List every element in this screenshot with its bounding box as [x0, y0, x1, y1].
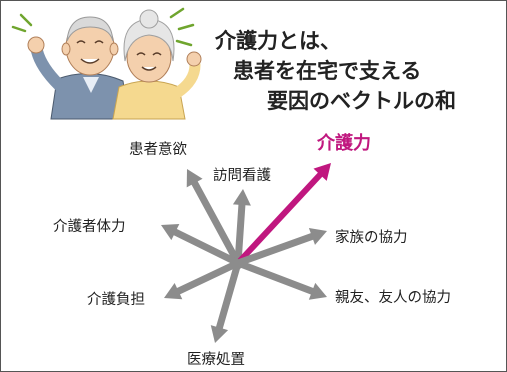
vector-arrowhead-kaigoryoku [313, 163, 331, 181]
vector-arrow-kaigo-futan [174, 259, 242, 295]
vector-label-shinyuu: 親友、友人の協力 [335, 290, 451, 306]
vector-arrow-kanja-iyoku [191, 179, 242, 267]
vector-label-kazoku: 家族の協力 [335, 230, 408, 246]
vector-label-iryou: 医療処置 [187, 352, 245, 368]
title-line-2: 患者を在宅で支える [233, 59, 422, 83]
vector-arrowhead-iryou [210, 325, 229, 343]
vector-arrow-kaigoryoku [235, 171, 324, 266]
title-line-3: 要因のベクトルの和 [267, 89, 456, 113]
vector-label-houmon-kango: 訪問看護 [213, 168, 271, 184]
vector-label-kaigoryoku: 介護力 [317, 133, 371, 154]
vector-arrow-kaigosha-tairyoku [171, 228, 242, 267]
vector-arrowhead-kaigo-futan [164, 283, 183, 300]
vector-arrow-kazoku [234, 232, 316, 267]
vector-label-kaigosha-tairyoku: 介護者体力 [53, 219, 126, 235]
vector-arrow-houmon-kango [234, 201, 246, 267]
vector-label-kaigo-futan: 介護負担 [87, 292, 145, 308]
vector-arrowhead-kazoku [308, 227, 327, 245]
vector-arrowhead-houmon-kango [232, 189, 251, 206]
title-line-1: 介護力とは、 [215, 29, 341, 53]
vector-arrow-shinyuu [234, 259, 316, 295]
vector-arrowhead-kaigosha-tairyoku [161, 224, 180, 241]
vector-label-kanja-iyoku: 患者意欲 [129, 142, 187, 158]
vector-arrowhead-shinyuu [308, 282, 327, 300]
vector-arrow-iryou [215, 259, 242, 332]
vector-arrowhead-kanja-iyoku [186, 169, 203, 188]
